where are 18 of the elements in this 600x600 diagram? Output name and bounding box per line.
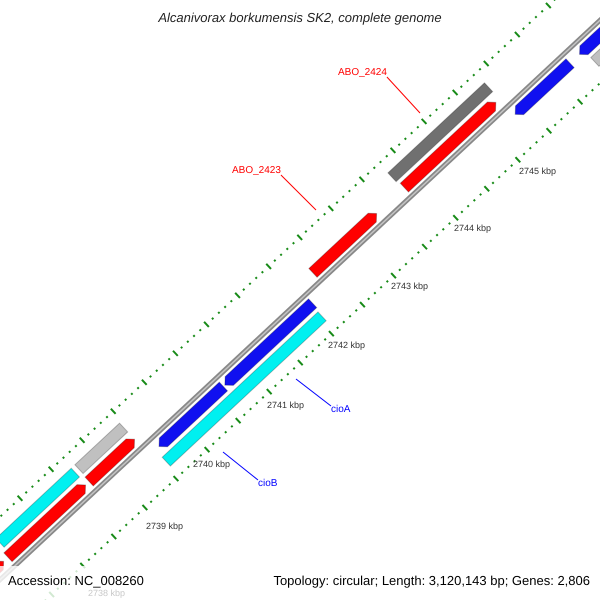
tick-label: 2739 kbp — [146, 521, 184, 532]
gene-label: cioB — [258, 478, 278, 490]
leader-line — [222, 452, 258, 480]
tick-label: 2744 kbp — [454, 223, 492, 234]
leader-line — [386, 76, 420, 114]
gene-label: ABO_2423 — [232, 165, 281, 177]
tick-label: 2741 kbp — [267, 400, 304, 412]
tick-label: 2745 kbp — [519, 166, 556, 178]
tick-label: 2743 kbp — [391, 281, 428, 292]
genome-summary-text: Topology: circular; Length: 3,120,143 bp; Genes: 2,806 — [273, 573, 590, 590]
gene-label: ABO_2424 — [338, 67, 387, 79]
gene-label: cioA — [331, 404, 350, 416]
leader-line — [280, 174, 316, 210]
map-title: Alcanivorax borkumensis SK2, complete genome — [156, 9, 443, 27]
accession-text: Accession: NC_008260 — [8, 573, 144, 590]
tick-label: 2740 kbp — [193, 459, 230, 470]
leader-line — [296, 378, 332, 406]
tick-label: 2742 kbp — [328, 340, 366, 352]
